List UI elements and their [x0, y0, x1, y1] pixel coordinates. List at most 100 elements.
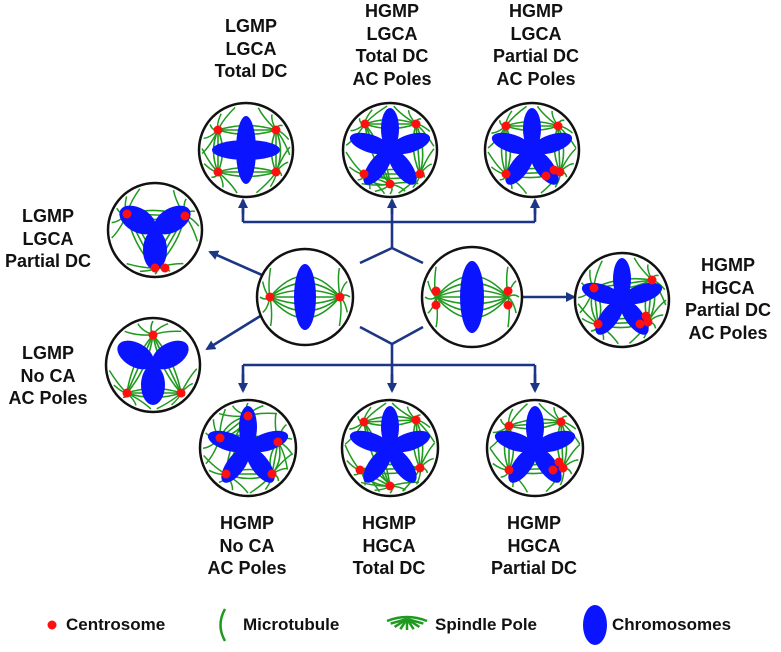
microtubule	[386, 615, 428, 623]
centrosome	[385, 179, 395, 189]
centrosome	[215, 433, 225, 443]
cell-top-right	[483, 101, 581, 199]
cells	[104, 101, 671, 498]
legend-icons	[47, 605, 607, 645]
cell-bottom-right	[485, 398, 585, 498]
chromosome	[389, 430, 431, 453]
chromosome	[531, 132, 573, 155]
chromosome	[460, 261, 484, 333]
legend-microtubule-label: Microtubule	[243, 615, 340, 634]
label-bottom-middle: HGMP HGCA Total DC	[352, 513, 426, 578]
centrosome	[271, 167, 281, 177]
cell-center-right	[420, 245, 524, 349]
chromosome	[363, 447, 392, 483]
centrosome	[359, 417, 369, 427]
chromosome	[117, 340, 155, 370]
centrosome	[415, 169, 425, 179]
chromosome	[349, 430, 391, 453]
chromosome-icon	[583, 605, 607, 645]
cell-left-lower	[104, 316, 202, 414]
chromosome	[141, 365, 165, 405]
centrosome	[150, 263, 160, 273]
chromosome	[505, 149, 534, 185]
microtubule	[359, 463, 421, 471]
chromosome	[143, 230, 167, 270]
centrosome	[554, 457, 564, 467]
centrosome	[549, 165, 559, 175]
microtubule-icon	[219, 608, 227, 642]
centrosome	[556, 417, 566, 427]
microtubule	[507, 296, 511, 328]
microtubule	[435, 296, 439, 328]
centrosome-icon	[47, 620, 57, 630]
microtubule	[424, 296, 437, 300]
centrosome	[553, 121, 563, 131]
cell-top-middle	[341, 101, 439, 199]
connector-line-6	[359, 325, 424, 346]
centrosome	[148, 330, 158, 340]
legend-centrosome-label: Centrosome	[66, 615, 166, 634]
label-left-lower: LGMP No CA AC Poles	[8, 343, 88, 408]
cell-bottom-middle	[340, 398, 440, 498]
cell-top-left	[197, 101, 295, 199]
chromosome	[595, 299, 624, 335]
microtubule	[507, 294, 520, 298]
centrosome	[635, 319, 645, 329]
centrosome	[273, 437, 283, 447]
spindle-pole-icon	[386, 615, 428, 630]
centrosome	[548, 465, 558, 475]
centrosome	[122, 388, 132, 398]
centrosome	[271, 125, 281, 135]
centrosome	[589, 283, 599, 293]
chromosome	[247, 430, 289, 453]
cell-left-upper	[106, 181, 204, 279]
chromosome	[526, 406, 544, 448]
legend-spindle-pole-label: Spindle Pole	[435, 615, 538, 634]
centrosome	[265, 292, 275, 302]
centrosome	[501, 169, 511, 179]
centrosome	[243, 411, 253, 421]
chromosome	[381, 108, 399, 150]
chromosome	[294, 264, 316, 330]
microtubule	[363, 421, 391, 487]
centrosome	[593, 319, 603, 329]
cell-right	[573, 251, 671, 349]
connector-line-0	[359, 246, 424, 265]
chromosome	[508, 447, 537, 483]
arrow-to-left-lower	[205, 313, 263, 351]
centrosome	[213, 125, 223, 135]
centrosome	[415, 463, 425, 473]
chromosome	[613, 258, 631, 300]
chromosome	[389, 132, 431, 155]
centrosome	[541, 171, 551, 181]
centrosome	[355, 465, 365, 475]
centrosome	[504, 421, 514, 431]
chromosome	[523, 108, 541, 150]
chromosome	[381, 406, 399, 448]
centrosome	[176, 388, 186, 398]
cell-center-left	[255, 247, 355, 347]
centrosome	[180, 211, 190, 221]
centrosome	[385, 481, 395, 491]
chromosome	[239, 406, 257, 448]
chromosome	[212, 140, 280, 160]
centrosome	[411, 119, 421, 129]
chromosome	[388, 149, 417, 185]
label-top-middle: HGMP LGCA Total DC AC Poles	[352, 1, 432, 89]
centrosome	[359, 169, 369, 179]
centrosome	[504, 465, 514, 475]
label-top-left: LGMP LGCA Total DC	[214, 16, 288, 81]
centrosome	[647, 275, 657, 285]
centrosome	[160, 263, 170, 273]
legend-chromosomes-label: Chromosomes	[612, 615, 732, 634]
centrosome	[360, 119, 370, 129]
centrosome	[411, 415, 421, 425]
centrosome	[503, 286, 513, 296]
chromosome	[494, 430, 536, 453]
centrosome	[641, 311, 651, 321]
chromosome	[153, 205, 191, 235]
label-right: HGMP HGCA Partial DC AC Poles	[684, 255, 772, 343]
chromosome	[151, 340, 189, 370]
label-left-upper: LGMP LGCA Partial DC	[4, 206, 92, 271]
